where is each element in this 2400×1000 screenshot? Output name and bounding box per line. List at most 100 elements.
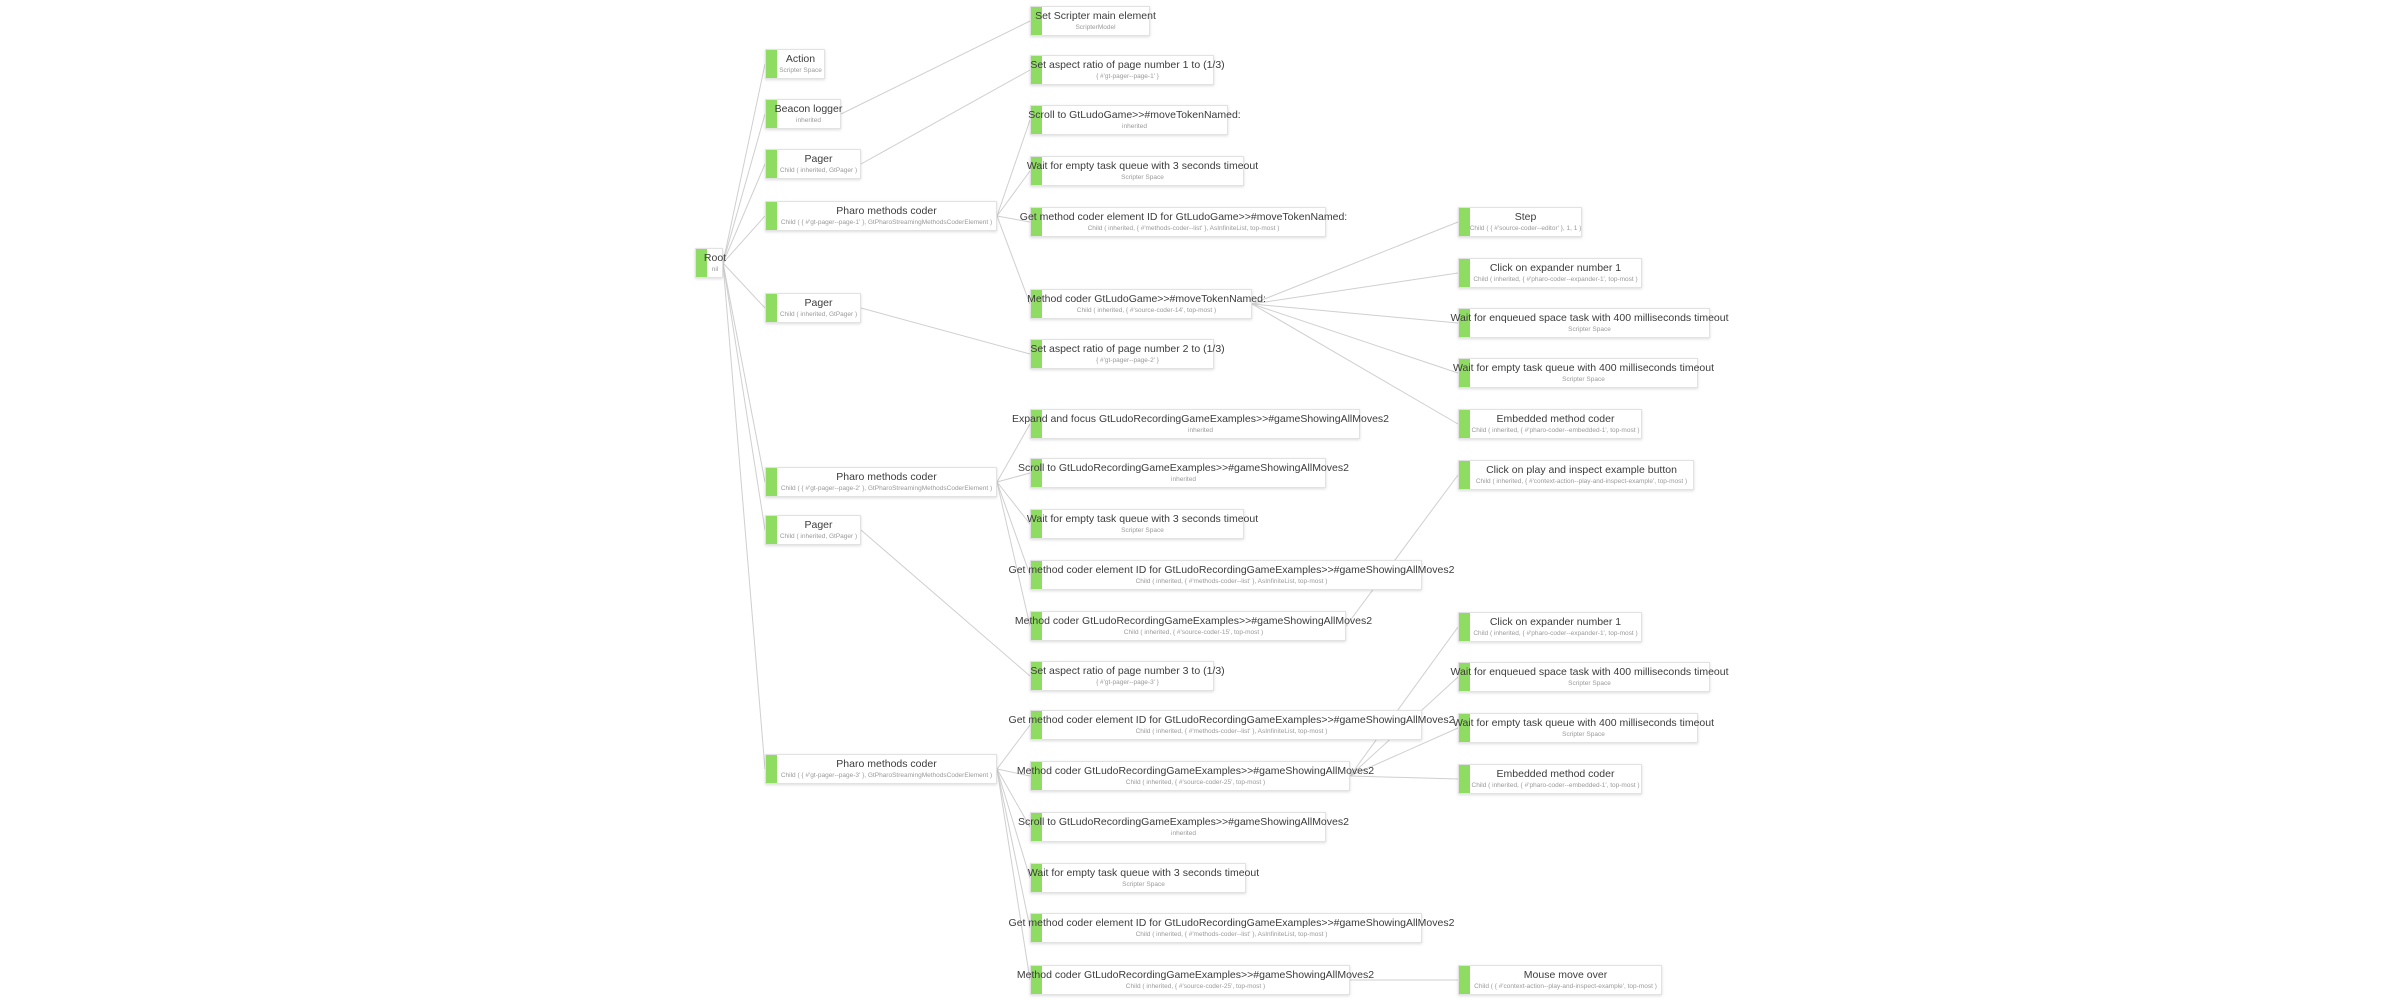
tree-node-mc3a[interactable]: Method coder GtLudoRecordingGameExamples… — [1017, 761, 1374, 791]
edge-mc1-embedded1 — [1251, 303, 1459, 425]
node-sublabel: Child ( { #'gt-pager--page-1' }, GtPharo… — [780, 219, 993, 226]
node-status-bar — [1459, 714, 1470, 742]
tree-node-scroll1[interactable]: Scroll to GtLudoGame>>#moveTokenNamed:in… — [1028, 105, 1241, 135]
node-sublabel: Scripter Space — [1562, 376, 1605, 383]
node-label: Scroll to GtLudoGame>>#moveTokenNamed: — [1028, 109, 1241, 121]
node-status-bar — [766, 100, 777, 128]
node-body: Scroll to GtLudoRecordingGameExamples>>#… — [1018, 813, 1349, 841]
tree-node-mc1[interactable]: Method coder GtLudoGame>>#moveTokenNamed… — [1027, 289, 1266, 319]
node-status-bar — [766, 150, 777, 178]
node-sublabel: Child ( inherited, { #'source-coder-15',… — [1123, 629, 1264, 636]
tree-node-aspect2[interactable]: Set aspect ratio of page number 2 to (1/… — [1030, 339, 1225, 369]
node-body: Scroll to GtLudoGame>>#moveTokenNamed:in… — [1028, 106, 1240, 134]
node-body: Method coder GtLudoGame>>#moveTokenNamed… — [1027, 290, 1266, 318]
tree-node-waitenq1[interactable]: Wait for enqueued space task with 400 mi… — [1451, 308, 1729, 338]
edge-root-pager3 — [722, 262, 766, 531]
node-label: Get method coder element ID for GtLudoRe… — [1008, 714, 1455, 726]
node-status-bar — [1031, 56, 1042, 84]
tree-node-scroll2[interactable]: Scroll to GtLudoRecordingGameExamples>>#… — [1018, 458, 1349, 488]
tree-node-scroll3[interactable]: Scroll to GtLudoRecordingGameExamples>>#… — [1018, 812, 1349, 842]
node-status-bar — [766, 516, 777, 544]
node-status-bar — [766, 294, 777, 322]
tree-node-getid1[interactable]: Get method coder element ID for GtLudoGa… — [1020, 207, 1347, 237]
node-label: Pager — [804, 519, 833, 531]
node-status-bar — [1459, 309, 1470, 337]
tree-node-waitempty1[interactable]: Wait for empty task queue with 400 milli… — [1453, 358, 1714, 388]
tree-node-wait1[interactable]: Wait for empty task queue with 3 seconds… — [1027, 156, 1258, 186]
tree-node-getid2[interactable]: Get method coder element ID for GtLudoRe… — [1009, 560, 1454, 590]
node-sublabel: Scripter Space — [1568, 326, 1611, 333]
edge-root-pmc3 — [722, 262, 766, 770]
edge-pmc2-expand2 — [996, 423, 1031, 483]
tree-node-expand2[interactable]: Expand and focus GtLudoRecordingGameExam… — [1012, 409, 1389, 439]
node-status-bar — [1459, 613, 1470, 641]
node-body: Wait for enqueued space task with 400 mi… — [1451, 309, 1729, 337]
edge-pager3-aspect3 — [860, 529, 1031, 677]
node-status-bar — [1031, 662, 1042, 690]
node-label: Click on play and inspect example button — [1486, 464, 1677, 476]
tree-node-mc3b[interactable]: Method coder GtLudoRecordingGameExamples… — [1017, 965, 1374, 995]
tree-node-aspect1[interactable]: Set aspect ratio of page number 1 to (1/… — [1030, 55, 1225, 85]
node-status-bar — [1459, 765, 1470, 793]
tree-node-mc2[interactable]: Method coder GtLudoRecordingGameExamples… — [1015, 611, 1372, 641]
tree-node-waitempty2[interactable]: Wait for empty task queue with 400 milli… — [1453, 713, 1714, 743]
node-label: Embedded method coder — [1496, 413, 1615, 425]
node-label: Expand and focus GtLudoRecordingGameExam… — [1011, 413, 1390, 425]
node-label: Action — [785, 53, 816, 65]
node-label: Set Scripter main element — [1035, 10, 1156, 22]
tree-node-getid3b[interactable]: Get method coder element ID for GtLudoRe… — [1009, 913, 1454, 943]
node-status-bar — [1459, 359, 1470, 387]
tree-node-wait3[interactable]: Wait for empty task queue with 3 seconds… — [1028, 863, 1259, 893]
edge-pmc1-scroll1 — [996, 119, 1031, 217]
edge-pmc3-scroll3 — [996, 768, 1031, 828]
node-label: Wait for empty task queue with 3 seconds… — [1026, 160, 1259, 172]
node-sublabel: Child ( inherited, { #'methods-coder--li… — [1087, 225, 1280, 232]
node-status-bar — [696, 249, 707, 277]
node-sublabel: Child ( inherited, { #'context-action--p… — [1475, 478, 1688, 485]
tree-node-playinspect[interactable]: Click on play and inspect example button… — [1458, 460, 1694, 490]
node-body: Click on play and inspect example button… — [1470, 461, 1693, 489]
tree-node-wait2[interactable]: Wait for empty task queue with 3 seconds… — [1027, 509, 1258, 539]
edge-root-pmc2 — [722, 262, 766, 483]
node-label: Method coder GtLudoRecordingGameExamples… — [1016, 969, 1375, 981]
node-status-bar — [1031, 340, 1042, 368]
node-label: Pager — [804, 297, 833, 309]
node-label: Embedded method coder — [1496, 768, 1615, 780]
tree-node-getid3a[interactable]: Get method coder element ID for GtLudoRe… — [1009, 710, 1454, 740]
node-body: Method coder GtLudoRecordingGameExamples… — [1015, 612, 1372, 640]
tree-node-waitenq2[interactable]: Wait for enqueued space task with 400 mi… — [1451, 662, 1729, 692]
node-sublabel: Scripter Space — [1121, 527, 1164, 534]
node-sublabel: Child ( inherited, GtPager ) — [779, 311, 858, 318]
node-status-bar — [1459, 410, 1470, 438]
node-status-bar — [766, 202, 777, 230]
node-status-bar — [1459, 208, 1470, 236]
node-label: Step — [1514, 211, 1537, 223]
edge-mc1-waitenq1 — [1251, 303, 1459, 324]
tree-node-aspect3[interactable]: Set aspect ratio of page number 3 to (1/… — [1030, 661, 1225, 691]
edge-pmc2-wait2 — [996, 481, 1031, 525]
node-status-bar — [1459, 966, 1470, 994]
node-status-bar — [1031, 290, 1042, 318]
node-body: Method coder GtLudoRecordingGameExamples… — [1017, 966, 1374, 994]
edge-mc1-waitempty1 — [1251, 303, 1459, 374]
node-label: Scroll to GtLudoRecordingGameExamples>>#… — [1018, 816, 1349, 828]
